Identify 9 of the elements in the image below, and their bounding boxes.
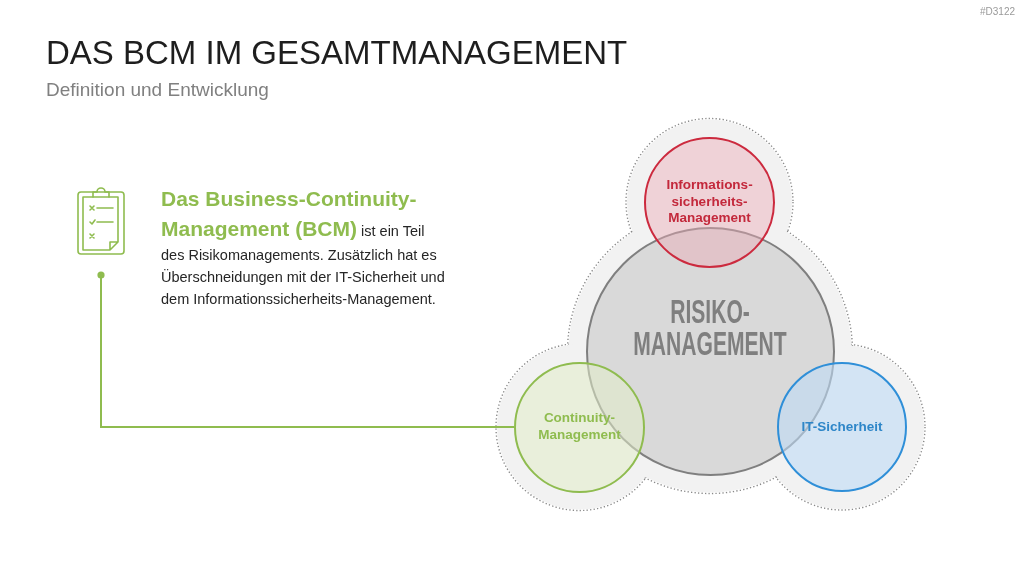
circle-label: RISIKO- MANAGEMENT [632,294,788,360]
slide-subtitle: Definition und Entwicklung [46,79,269,102]
circle-label: IT-Sicherheit [800,418,884,436]
circle-label: Informations- sicherheits- Management [665,176,754,228]
connector-line [97,271,515,428]
slide-id: #D3122 [979,6,1015,18]
description-text: Das Business-Continuity-Management (BCM) ist ein Teil des Risikomanagements. Zusätzlich hat es Überschneidungen mit der IT-Sicherheit und dem Informationssicherheits-Management. [161,186,446,309]
circle-label: Continuity- Management [537,410,622,444]
slide-title: DAS BCM IM GESAMTMANAGEMENT [46,33,628,73]
